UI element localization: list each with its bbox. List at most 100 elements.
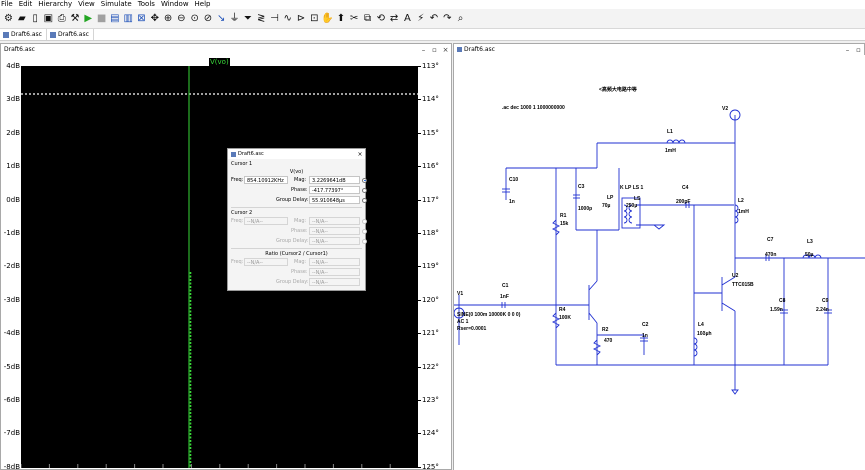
phase-radio[interactable] [362, 187, 367, 193]
zoom-fit-icon[interactable]: ⊙ [190, 13, 199, 24]
maximize-icon[interactable]: ▫ [432, 45, 437, 54]
menu-file[interactable]: File [1, 0, 13, 8]
y-tick-label-right: 120° [422, 295, 439, 304]
label-v2: V2 [722, 106, 728, 112]
phase-label: Phase: [291, 187, 308, 193]
zoom-out-icon[interactable]: ⊖ [177, 13, 186, 24]
minimize-icon[interactable]: – [845, 45, 850, 54]
cursor2-delay-radio [362, 238, 367, 244]
resistor-r4 [551, 312, 561, 329]
ratio-mag-field: --N/A-- [309, 258, 360, 266]
minimize-icon[interactable]: – [421, 45, 426, 54]
menu-window[interactable]: Window [160, 0, 189, 8]
undo-icon[interactable]: ↶ [429, 13, 439, 24]
text-icon[interactable]: A [403, 13, 411, 24]
mirror-icon[interactable]: ⇄ [389, 13, 399, 24]
redo-icon[interactable]: ↷ [443, 13, 452, 24]
cursor1-row-phase: Phase: -417.77397° [231, 186, 367, 196]
source-rser-text: Rser=0.0001 [457, 326, 487, 332]
value-c10: 1n [509, 199, 515, 205]
schematic-title: <高频大电路中等 [599, 86, 637, 93]
rotate-icon[interactable]: ⟲ [376, 13, 385, 24]
label-c7: C7 [767, 237, 774, 243]
menu-simulate[interactable]: Simulate [100, 0, 132, 8]
zoom-cancel-icon[interactable]: ⊘ [203, 13, 213, 24]
inductor-l4 [693, 337, 698, 357]
label-l4: L4 [698, 322, 704, 328]
menu-hierarchy[interactable]: Hierarchy [38, 0, 73, 8]
tile-vertical-icon[interactable]: ▥ [123, 13, 133, 24]
inductor-l3 [802, 254, 822, 259]
y-tick-mark-right [418, 400, 421, 401]
wire-icon[interactable]: ↘ [217, 13, 226, 24]
cursor2-mag-radio [362, 218, 367, 224]
open-file-icon[interactable]: ▯ [32, 13, 38, 24]
find-icon[interactable]: ⌕ [457, 13, 464, 24]
menu-help[interactable]: Help [194, 0, 211, 8]
print-icon[interactable]: ⎙ [57, 13, 66, 24]
gear-icon[interactable]: ⚙ [4, 13, 13, 24]
close-icon[interactable]: × [357, 150, 363, 158]
move-icon[interactable]: ✋ [321, 13, 334, 24]
capacitor-icon[interactable]: ⊣ [270, 13, 279, 24]
plot-svg [20, 66, 420, 468]
mag-field[interactable]: 3.2269641dB [309, 176, 360, 184]
mag-radio[interactable] [362, 177, 367, 183]
value-c4: 200pF [676, 199, 690, 205]
window-title: Draft6.asc [4, 46, 35, 53]
schematic-canvas[interactable]: <高频大电路中等 .ac dec 1000 1 1000000000 V2 L1… [453, 55, 865, 470]
open-folder-icon[interactable]: ▰ [17, 13, 26, 24]
value-r4: 100K [559, 315, 571, 321]
source-ac-text: AC 1 [457, 319, 469, 325]
menu-view[interactable]: View [78, 0, 95, 8]
transformer-box [621, 197, 641, 229]
freq-label: Freq: [231, 177, 244, 183]
menu-edit[interactable]: Edit [18, 0, 33, 8]
waveform-window-titlebar: Draft6.asc – ▫ × [1, 44, 451, 55]
label-kpls: K LP LS 1 [620, 185, 643, 191]
freq-field[interactable]: 854.10912KHz [244, 176, 288, 184]
copy-icon[interactable]: ⧉ [363, 13, 372, 24]
diode-icon[interactable]: ⊳ [296, 13, 306, 24]
drag-icon[interactable]: ⬆ [336, 13, 346, 24]
wire [721, 276, 736, 286]
maximize-icon[interactable]: ▫ [856, 45, 861, 54]
close-icon[interactable]: × [442, 45, 449, 54]
y-tick-label-left: -6dB [3, 396, 20, 404]
close-window-icon[interactable]: ⊠ [137, 13, 146, 24]
tab-draft6-schematic[interactable]: Draft6.asc [47, 29, 94, 40]
divider [231, 207, 362, 208]
y-tick-label-left: -1dB [3, 229, 20, 237]
setup-icon[interactable]: ⚒ [70, 13, 80, 24]
label-v1: V1 [457, 291, 463, 297]
y-tick-label-left: -8dB [3, 462, 20, 470]
halt-icon[interactable]: ■ [96, 13, 107, 24]
component-icon[interactable]: ⊡ [310, 13, 319, 24]
spice-directive-icon[interactable]: ⚡ [417, 13, 425, 24]
label-r2: R2 [602, 327, 609, 333]
delete-icon[interactable]: ✂ [350, 13, 359, 24]
label-icon [652, 224, 666, 230]
run-icon[interactable]: ▶ [84, 13, 93, 24]
group-delay-label: Group Delay: [276, 238, 309, 244]
y-tick-mark-right [418, 466, 421, 468]
group-delay-radio[interactable] [362, 197, 367, 203]
inductor-icon[interactable]: ∿ [283, 13, 292, 24]
y-tick-label-right: 119° [422, 262, 439, 271]
menu-tools[interactable]: Tools [137, 0, 155, 8]
label-icon[interactable]: ⏷ [243, 13, 252, 24]
label-c10: C10 [509, 177, 518, 183]
label-r1: R1 [560, 213, 567, 219]
resistor-icon[interactable]: ≷ [256, 13, 266, 24]
group-delay-field[interactable]: 55.910648µs [309, 196, 360, 204]
ground-icon[interactable]: ⏚ [229, 13, 240, 24]
pan-icon[interactable]: ✥ [150, 13, 159, 24]
tab-draft6-plot[interactable]: Draft6.asc [0, 29, 47, 40]
tile-horizontal-icon[interactable]: ▤ [110, 13, 120, 24]
dialog-app-icon [231, 151, 236, 157]
zoom-in-icon[interactable]: ⊕ [163, 13, 173, 24]
trace-label[interactable]: V(vo) [209, 58, 230, 66]
phase-field[interactable]: -417.77397° [309, 186, 360, 194]
cursor2-freq-field: --N/A-- [244, 217, 288, 225]
save-icon[interactable]: ▣ [43, 13, 54, 24]
